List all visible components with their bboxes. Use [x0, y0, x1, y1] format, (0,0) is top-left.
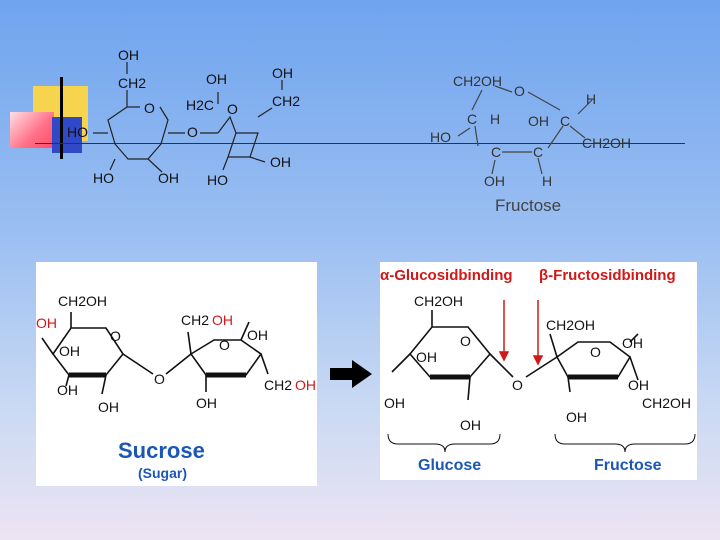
label-oh: OH	[59, 343, 80, 359]
label-oh: OH	[270, 154, 291, 170]
label-ho: HO	[207, 172, 228, 188]
label-ch2oh: CH2OH	[546, 317, 595, 333]
beta-fructosid-heading: β-Fructosidbinding	[539, 267, 676, 284]
label-ring-o: O	[590, 344, 601, 360]
fructose-caption: Fructose	[495, 196, 561, 215]
label-oh: OH	[247, 327, 268, 343]
label-oh: OH	[206, 71, 227, 87]
label-oh: OH	[622, 335, 643, 351]
label-ring-o: O	[514, 83, 525, 99]
binding-panel: α-Glucosidbinding β-Fructosidbinding CH2…	[380, 262, 697, 480]
label-h: H	[542, 173, 552, 189]
label-ch2oh: CH2OH	[582, 135, 631, 151]
sucrose-subtitle: (Sugar)	[138, 465, 187, 481]
fructose-caption: Fructose	[594, 457, 662, 474]
label-oh: OH	[272, 65, 293, 81]
label-ch2oh: CH2OH	[58, 293, 107, 309]
label-oh: OH	[628, 377, 649, 393]
glucose-caption: Glucose	[418, 457, 481, 474]
label-ring-o: O	[227, 101, 238, 117]
deco-horizontal-line	[35, 143, 685, 144]
label-ho: HO	[93, 170, 114, 186]
label-ch2oh: CH2OH	[414, 293, 463, 309]
label-ch2oh: CH2OH	[453, 73, 502, 89]
sucrose-title: Sucrose	[118, 438, 205, 463]
label-ch2: CH2	[272, 93, 300, 109]
label-h: H	[490, 111, 500, 127]
label-ch2: CH2	[118, 75, 146, 91]
label-oh: OH	[528, 113, 549, 129]
label-h: H	[586, 91, 596, 107]
label-ch2oh: CH2OH	[642, 395, 691, 411]
label-oh-red: OH	[212, 312, 233, 328]
label-oh: OH	[484, 173, 505, 189]
label-ring-o: O	[460, 333, 471, 349]
label-c: C	[560, 113, 570, 129]
deco-vertical-line	[60, 77, 63, 159]
label-ring-o: O	[219, 337, 230, 353]
label-oh: OH	[566, 409, 587, 425]
sucrose-diagram: CH2OH OH OH O CH2 OH O OH OH OH O OH CH2…	[36, 293, 316, 481]
label-oh: OH	[416, 349, 437, 365]
label-ho: HO	[67, 124, 88, 140]
sucrose-line-structure: OH CH2 O OH H2C O OH CH2 HO O HO OH HO O…	[67, 47, 300, 188]
label-c: C	[491, 144, 501, 160]
label-oh: OH	[98, 399, 119, 415]
label-oh: OH	[460, 417, 481, 433]
alpha-glucosid-heading: α-Glucosidbinding	[380, 267, 513, 284]
arrow-right-icon	[330, 360, 372, 388]
label-bridge-o: O	[154, 371, 165, 387]
label-ring-o: O	[144, 100, 155, 116]
label-oh: OH	[196, 395, 217, 411]
binding-diagram: α-Glucosidbinding β-Fructosidbinding CH2…	[380, 267, 696, 474]
label-oh: OH	[57, 382, 78, 398]
label-c: C	[467, 111, 477, 127]
label-oh: OH	[158, 170, 179, 186]
label-c: C	[533, 144, 543, 160]
deco-blue-square	[52, 117, 82, 153]
label-ch2: CH2	[264, 377, 292, 393]
label-oh: OH	[384, 395, 405, 411]
label-ho: HO	[430, 129, 451, 145]
label-oh-red: OH	[36, 315, 57, 331]
label-h2c: H2C	[186, 97, 214, 113]
label-bridge-o: O	[512, 377, 523, 393]
label-bridge-o: O	[187, 124, 198, 140]
deco-red-square	[10, 112, 54, 148]
label-oh: OH	[118, 47, 139, 63]
label-ring-o: O	[110, 328, 121, 344]
label-ch2: CH2	[181, 312, 209, 328]
label-oh-red: OH	[295, 377, 316, 393]
sucrose-panel: CH2OH OH OH O CH2 OH O OH OH OH O OH CH2…	[36, 262, 317, 486]
fructose-structure: CH2OH O H C H OH C HO CH2OH C C OH H Fru…	[430, 73, 631, 215]
